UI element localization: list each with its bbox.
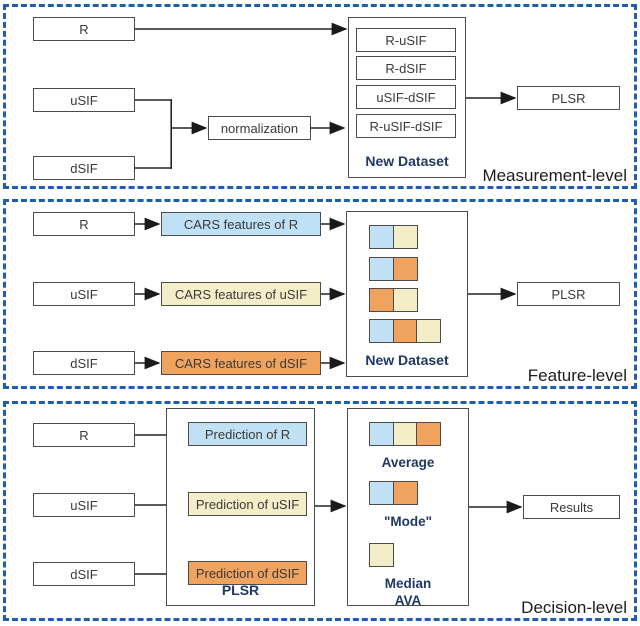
median-squares [369, 543, 394, 567]
feature-input-r: R [33, 212, 135, 236]
cars-features-dsif-box: CARS features of dSIF [161, 351, 321, 375]
measurement-level-label: Measurement-level [482, 166, 627, 186]
prediction-r-box: Prediction of R [188, 422, 307, 446]
yellow-square [392, 225, 418, 249]
measurement-input-dsif: dSIF [33, 156, 135, 180]
dataset-row-blue-orange-yellow [369, 319, 441, 343]
feature-new-dataset-container: New Dataset [346, 211, 468, 377]
results-box: Results [523, 495, 620, 519]
decision-ava-container: Average "Mode" Median AVA [347, 408, 469, 608]
blue-square [369, 319, 394, 343]
orange-square [416, 422, 441, 446]
dataset-item: R-uSIF-dSIF [356, 114, 456, 138]
blue-square [369, 225, 394, 249]
orange-square [392, 319, 418, 343]
blue-square [369, 422, 394, 446]
normalization-box: normalization [208, 116, 311, 140]
dataset-item: R-dSIF [356, 56, 456, 80]
orange-square [392, 481, 418, 505]
median-label: Median [384, 576, 432, 591]
cars-features-r-box: CARS features of R [161, 212, 321, 236]
feature-level-label: Feature-level [527, 366, 627, 386]
decision-input-usif: uSIF [33, 493, 135, 517]
yellow-square [392, 422, 418, 446]
orange-square [369, 288, 394, 312]
yellow-square [392, 288, 418, 312]
decision-level-label: Decision-level [521, 598, 627, 618]
cars-features-usif-box: CARS features of uSIF [161, 282, 321, 306]
average-squares [369, 422, 441, 446]
prediction-usif-box: Prediction of uSIF [188, 492, 307, 516]
measurement-plsr-box: PLSR [517, 86, 620, 110]
measurement-input-r: R [33, 17, 135, 41]
blue-square [369, 257, 394, 281]
yellow-square [369, 543, 394, 567]
feature-input-dsif: dSIF [33, 351, 135, 375]
plsr-container-title: PLSR [221, 582, 260, 598]
yellow-square [416, 319, 441, 343]
dataset-row-blue-yellow [369, 225, 418, 249]
dataset-row-orange-yellow [369, 288, 418, 312]
new-dataset-title: New Dataset [365, 352, 449, 368]
mode-squares [369, 481, 418, 505]
orange-square [392, 257, 418, 281]
dataset-item: uSIF-dSIF [356, 85, 456, 109]
ava-container-title: AVA [394, 593, 422, 608]
decision-input-dsif: dSIF [33, 562, 135, 586]
dataset-item: R-uSIF [356, 28, 456, 52]
decision-input-r: R [33, 423, 135, 447]
feature-level-panel: Feature-level [3, 199, 637, 389]
measurement-new-dataset-container: R-uSIF R-dSIF uSIF-dSIF R-uSIF-dSIF New … [348, 17, 466, 178]
measurement-input-usif: uSIF [33, 88, 135, 112]
prediction-dsif-box: Prediction of dSIF [188, 561, 307, 585]
new-dataset-title: New Dataset [365, 153, 449, 169]
feature-plsr-box: PLSR [517, 282, 620, 306]
decision-plsr-container: Prediction of R Prediction of uSIF Predi… [166, 408, 315, 606]
measurement-level-panel: Measurement-level [3, 4, 637, 189]
feature-input-usif: uSIF [33, 282, 135, 306]
blue-square [369, 481, 394, 505]
decision-level-panel: Decision-level [3, 401, 637, 621]
dataset-row-blue-orange [369, 257, 418, 281]
average-label: Average [381, 455, 435, 470]
mode-label: "Mode" [383, 514, 433, 529]
